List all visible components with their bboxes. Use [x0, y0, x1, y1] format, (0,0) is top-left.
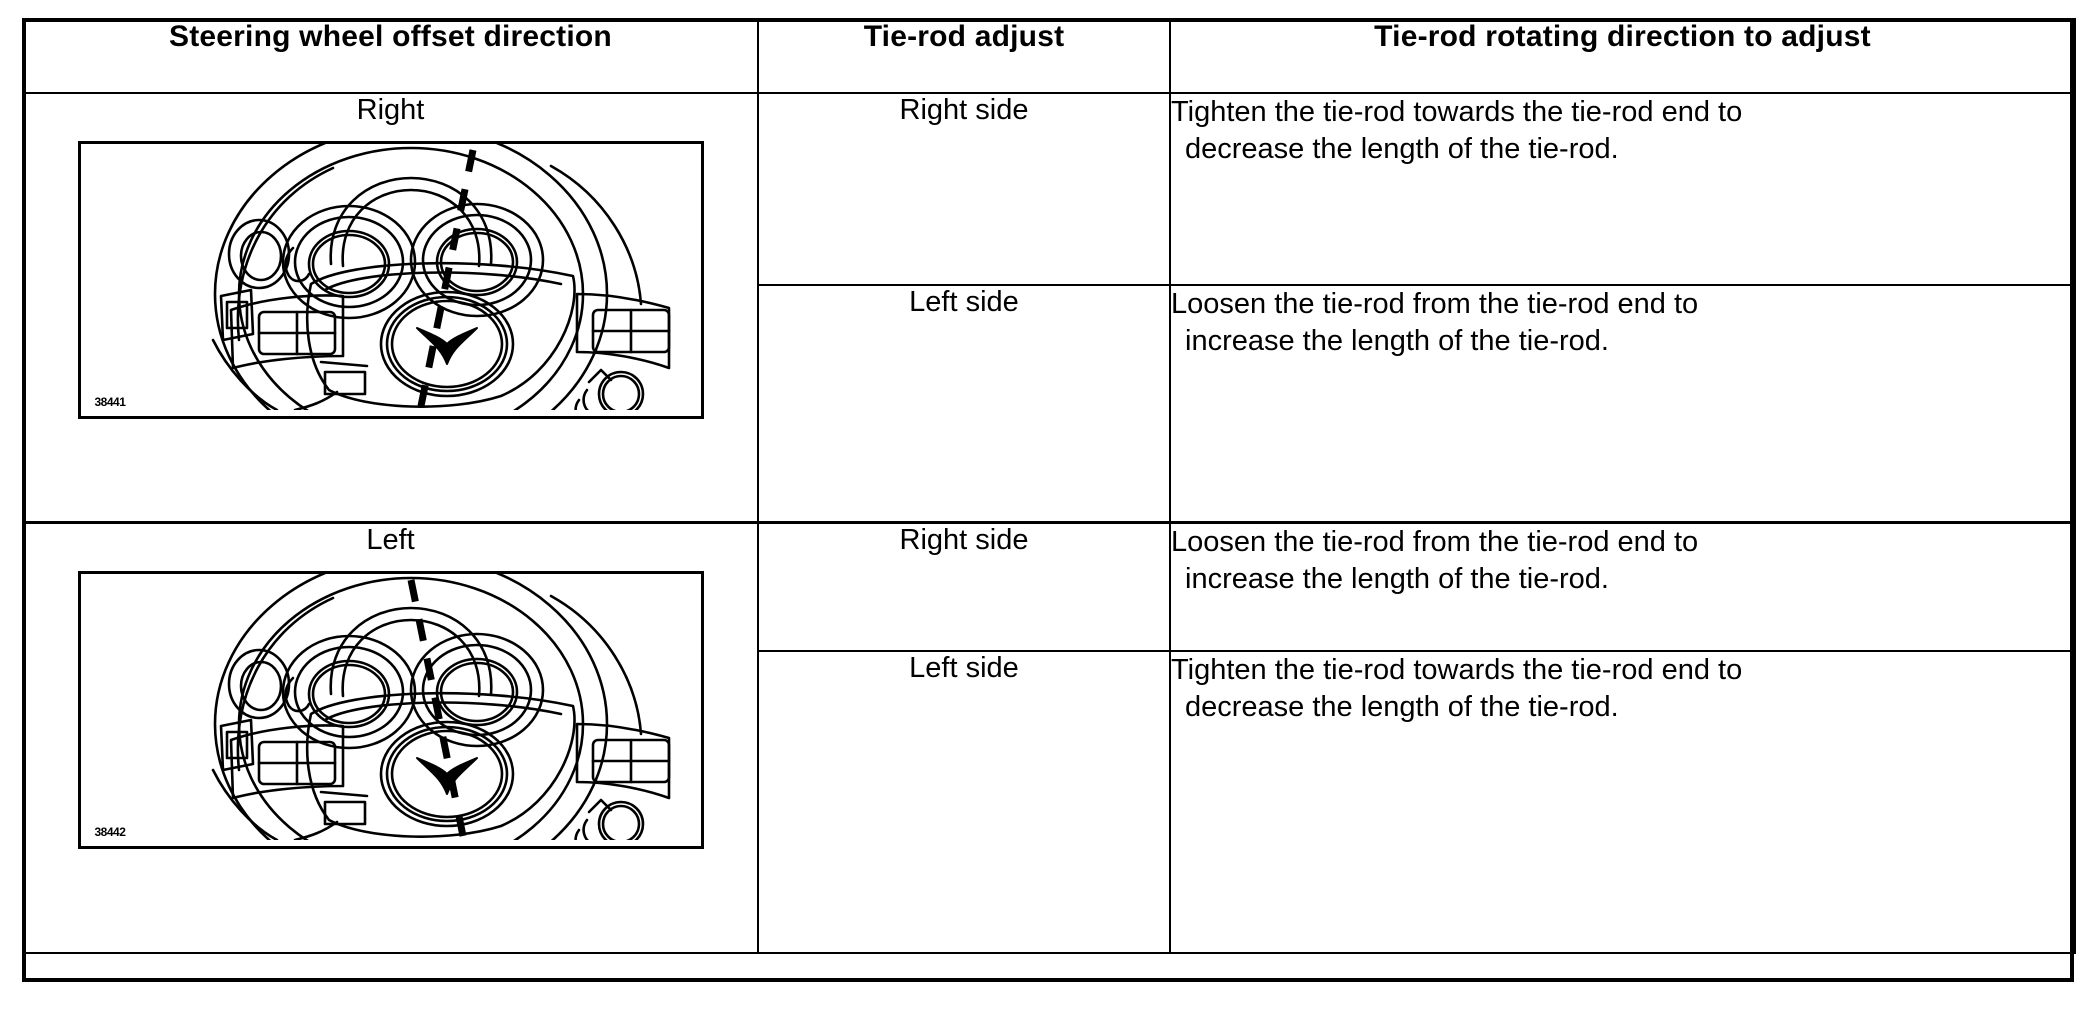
- column-header-tie-rod-adjust: Tie-rod adjust: [757, 18, 1171, 94]
- offset-direction-label: Right: [356, 94, 425, 126]
- tie-rod-side-cell: Left side: [757, 284, 1171, 524]
- tie-rod-instruction-cell: Tighten the tie-rod towards the tie-rod …: [1169, 650, 2076, 954]
- table-row: Left side Tighten the tie-rod towards th…: [23, 650, 2076, 954]
- table-row: Left: [22, 521, 2076, 954]
- instruction-line-2: increase the length of the tie-rod.: [1185, 325, 1609, 358]
- instruction-line-1: Tighten the tie-rod towards the tie-rod …: [1171, 654, 1743, 686]
- tie-rod-instruction-cell: Tighten the tie-rod towards the tie-rod …: [1169, 92, 2076, 286]
- tie-rod-side-cell: Left side: [757, 650, 1171, 954]
- steering-wheel-illustration: [211, 574, 670, 840]
- table-body: Right: [22, 92, 2076, 954]
- diagram-code-label: 38441: [94, 395, 126, 409]
- instruction-line-1: Loosen the tie-rod from the tie-rod end …: [1171, 288, 1699, 320]
- instruction-line-2: decrease the length of the tie-rod.: [1185, 691, 1619, 724]
- table-row: Left side Loosen the tie-rod from the ti…: [23, 284, 2076, 524]
- steering-wheel-diagram-right: 38441: [77, 141, 704, 419]
- steering-wheel-illustration: [211, 144, 670, 410]
- tie-rod-side-cell: Right side: [757, 92, 1171, 286]
- centerline-dashed: [417, 149, 476, 407]
- instruction-line-2: decrease the length of the tie-rod.: [1185, 133, 1619, 166]
- tie-rod-instruction-cell: Loosen the tie-rod from the tie-rod end …: [1169, 521, 2076, 652]
- diagram-code-label: 38442: [94, 825, 126, 839]
- table-header: Steering wheel offset direction Tie-rod …: [22, 18, 2076, 94]
- table-border-bottom: [22, 978, 2074, 982]
- tie-rod-side-cell: Right side: [757, 521, 1171, 652]
- table-border-right: [2070, 18, 2074, 982]
- table-row: Right: [22, 92, 2076, 524]
- instruction-line-2: increase the length of the tie-rod.: [1185, 563, 1609, 596]
- instruction-line-1: Loosen the tie-rod from the tie-rod end …: [1171, 526, 1699, 558]
- steering-wheel-diagram-left: 38442: [77, 571, 704, 849]
- offset-direction-cell-right: Right: [22, 92, 759, 524]
- offset-direction-label: Left: [366, 524, 415, 556]
- tie-rod-adjustment-table: Steering wheel offset direction Tie-rod …: [22, 18, 2076, 954]
- table-header-row: Steering wheel offset direction Tie-rod …: [22, 18, 2076, 94]
- offset-direction-cell-left: Left: [22, 521, 759, 954]
- column-header-offset-direction: Steering wheel offset direction: [22, 18, 759, 94]
- column-header-rotating-direction: Tie-rod rotating direction to adjust: [1169, 18, 2076, 94]
- tie-rod-instruction-cell: Loosen the tie-rod from the tie-rod end …: [1169, 284, 2076, 524]
- centerline-dashed: [407, 579, 466, 837]
- table-border-top: [22, 18, 2074, 22]
- table-border-left: [22, 18, 26, 982]
- instruction-line-1: Tighten the tie-rod towards the tie-rod …: [1171, 96, 1743, 128]
